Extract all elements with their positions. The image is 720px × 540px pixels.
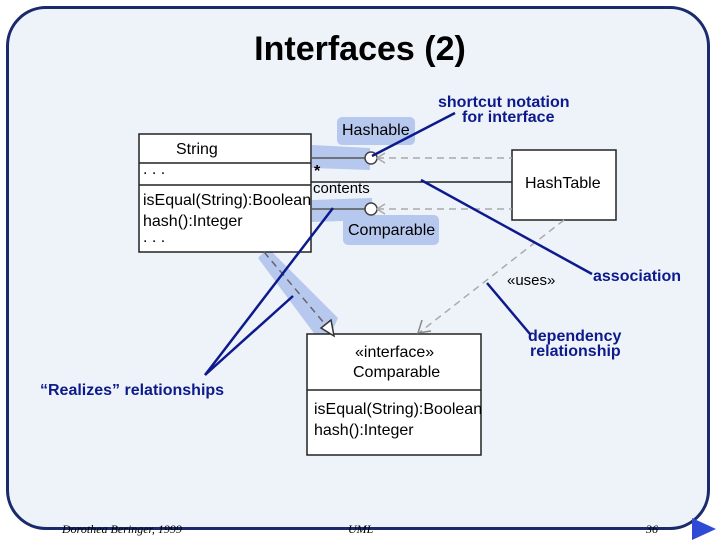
interface-name: Comparable [353,364,441,381]
realization-arrowhead [319,318,336,338]
footer-page-number: 36 [646,522,658,536]
slide-title: Interfaces (2) [254,30,466,68]
hashable-label: Hashable [342,122,410,139]
comparable-label-highlight [343,215,439,245]
uses-arrowhead [416,319,432,334]
comparable-lollipop-circle [364,202,378,216]
uses-label: «uses» [507,272,556,289]
interface-stereotype: «interface» [355,344,435,361]
interface-op-isequal: isEqual(String):Boolean [314,401,483,418]
interface-op-hash: hash():Integer [314,422,414,439]
comparable-lollipop-label: Comparable [348,222,436,239]
realizes-pointer-1 [204,207,334,376]
string-class-box [138,133,312,253]
association-role: contents [313,180,370,197]
string-class-name: String [176,141,218,158]
comparable-interface-box [306,333,482,456]
dependency-pointer [486,282,531,335]
realizes-note: “Realizes” relationships [40,382,225,399]
association-pointer [420,178,593,276]
hashtable-class-box [511,149,617,221]
association-multiplicity: * [314,163,321,180]
dependency-note-line2: relationship [530,343,621,360]
shortcut-note-line2: for interface [462,109,555,126]
footer-author: Dorothea Beringer, 1999 [62,522,182,536]
footer-topic: UML [348,522,374,536]
realization-line [263,251,331,331]
string-op-isequal: isEqual(String):Boolean [143,192,312,209]
shortcut-pointer [371,111,456,158]
string-op-ellipsis: . . . [143,229,166,246]
dependency-note-line1: dependency [528,328,622,345]
next-slide-icon[interactable] [692,518,716,540]
string-op-hash: hash():Integer [143,213,243,230]
hashable-highlight [337,117,415,145]
association-note: association [593,268,682,285]
comparable-line-highlight [312,198,372,222]
shortcut-note-line1: shortcut notation [438,94,570,111]
hashtable-class-name: HashTable [525,175,601,192]
string-attributes: . . . [143,161,166,178]
realizes-pointer-2 [204,295,294,376]
uses-dependency-line [419,219,565,333]
